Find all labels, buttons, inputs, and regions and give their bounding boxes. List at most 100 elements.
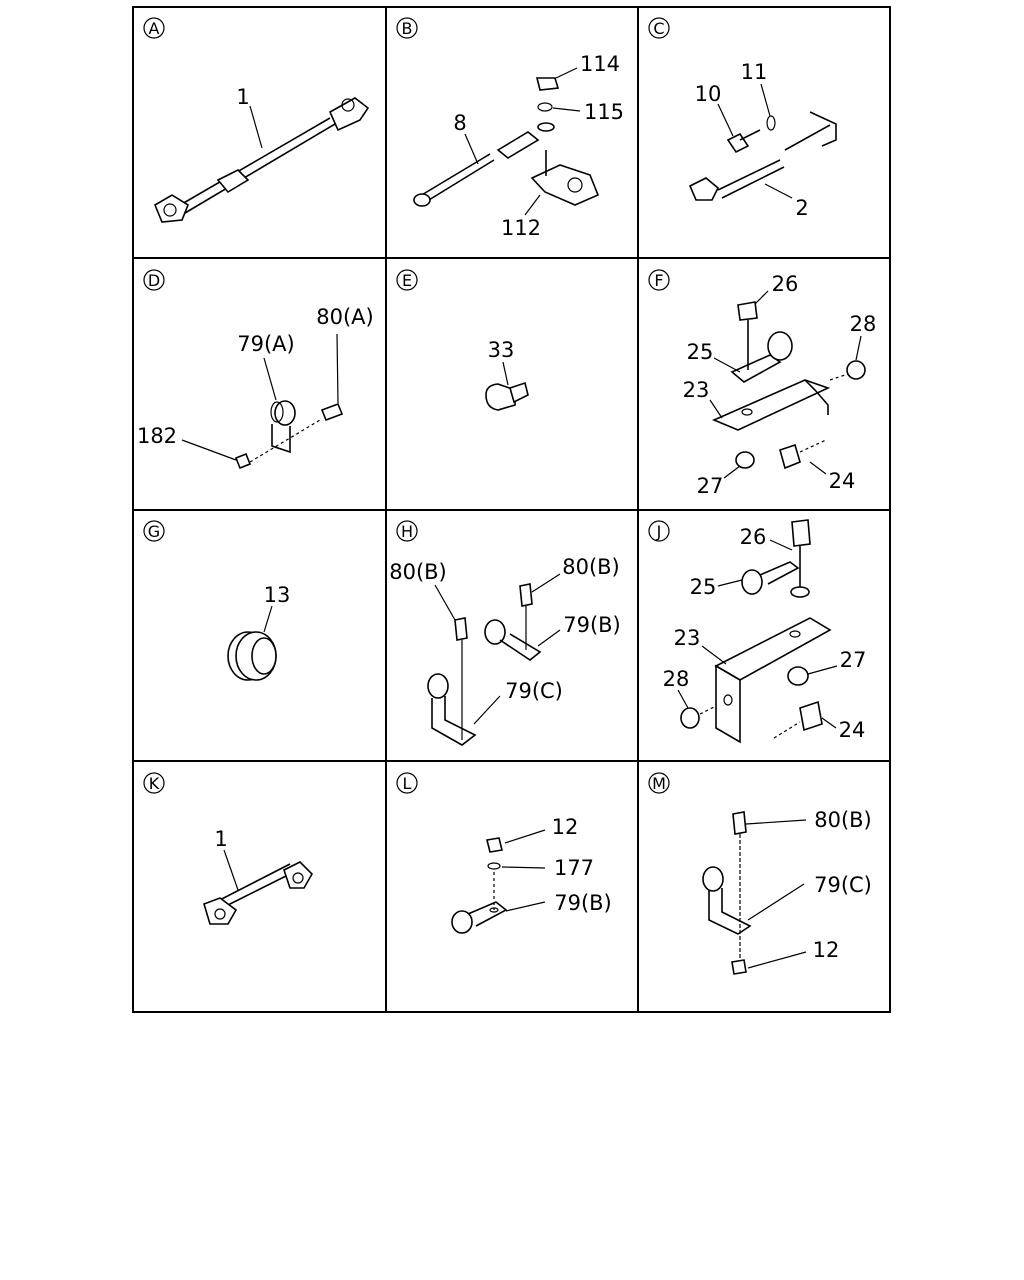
leader-line <box>760 83 771 117</box>
panel-c: C 11 10 2 <box>648 17 837 220</box>
panel-tag-f: F <box>654 271 663 290</box>
leader-line <box>434 584 456 621</box>
leader-line <box>524 194 541 216</box>
callout-79c: 79(C) <box>814 873 872 897</box>
leader-line <box>263 357 277 401</box>
callout-24: 24 <box>829 469 856 493</box>
clip-illustration <box>234 400 344 470</box>
callout-13: 13 <box>264 583 291 607</box>
callout-10: 10 <box>695 82 722 106</box>
panel-m: M 80(B) 79(C) 12 <box>648 772 872 975</box>
panel-tag-j: J <box>656 522 662 541</box>
battery-terminal-illustration <box>413 77 600 207</box>
callout-28: 28 <box>850 312 877 336</box>
panel-tag-e: E <box>402 271 412 290</box>
leader-line <box>473 695 501 725</box>
leader-line <box>502 361 509 386</box>
leader-line <box>249 105 263 149</box>
leader-line <box>807 665 838 675</box>
panel-tag-d: D <box>148 271 160 290</box>
leader-line <box>717 579 743 587</box>
leader-line <box>552 107 581 112</box>
callout-8: 8 <box>453 111 466 135</box>
callout-12: 12 <box>813 938 840 962</box>
leader-line <box>747 951 807 969</box>
leader-line <box>181 439 237 461</box>
callout-2: 2 <box>795 196 808 220</box>
panel-d: D 80(A) 79(A) 182 <box>137 269 374 470</box>
panel-tag-m: M <box>652 774 666 793</box>
leader-line <box>754 290 769 305</box>
leader-line <box>855 335 862 361</box>
leader-line <box>809 461 827 475</box>
callout-25: 25 <box>690 575 717 599</box>
grid-frame <box>132 6 891 1013</box>
leader-line <box>747 883 805 921</box>
panel-e: E 33 <box>396 269 529 411</box>
panel-l: L 12 177 79(B) <box>396 772 612 934</box>
callout-1: 1 <box>214 827 227 851</box>
callout-26: 26 <box>772 272 799 296</box>
callout-112: 112 <box>501 216 541 240</box>
callout-25: 25 <box>687 340 714 364</box>
callout-23: 23 <box>683 378 710 402</box>
panel-tag-h: H <box>401 522 413 541</box>
leader-line <box>745 819 807 825</box>
leader-line <box>336 333 339 404</box>
callout-27: 27 <box>697 474 724 498</box>
callout-12: 12 <box>552 815 579 839</box>
callout-80b-left: 80(B) <box>389 560 447 584</box>
panel-a: A 1 <box>143 17 370 223</box>
leader-line <box>464 133 479 165</box>
callout-23: 23 <box>674 626 701 650</box>
panel-b: B 114 115 8 112 <box>396 17 624 240</box>
bracket-assembly-illustration <box>680 519 832 744</box>
cap-illustration <box>485 381 529 411</box>
short-cable-illustration <box>203 861 313 925</box>
clip-assembly-illustration <box>451 837 508 934</box>
callout-24: 24 <box>839 718 866 742</box>
leader-line <box>504 829 546 844</box>
panel-tag-k: K <box>149 774 160 793</box>
leader-line <box>677 689 689 709</box>
leader-line <box>713 357 741 373</box>
grommet-illustration <box>227 631 277 681</box>
panel-j: J 26 25 23 27 28 24 <box>648 519 867 744</box>
leader-line <box>769 539 793 551</box>
callout-79b: 79(B) <box>563 613 621 637</box>
leader-line <box>531 573 561 593</box>
leader-line <box>555 67 578 79</box>
leader-line <box>537 629 561 647</box>
leader-line <box>821 717 837 729</box>
callout-177: 177 <box>554 856 594 880</box>
ground-cable-illustration <box>688 111 837 201</box>
callout-79c: 79(C) <box>505 679 563 703</box>
panel-k: K 1 <box>143 772 313 925</box>
callout-33: 33 <box>488 338 515 362</box>
callout-79a: 79(A) <box>237 332 294 356</box>
leader-line <box>701 645 727 665</box>
leader-line <box>501 866 546 869</box>
callout-1: 1 <box>236 85 249 109</box>
callout-27: 27 <box>840 648 867 672</box>
callout-80a: 80(A) <box>316 305 373 329</box>
clips-illustration <box>427 583 542 746</box>
callout-80b: 80(B) <box>814 808 872 832</box>
panel-tag-g: G <box>148 522 160 541</box>
callout-26: 26 <box>740 525 767 549</box>
leader-line <box>505 901 546 912</box>
panel-tag-c: C <box>653 19 664 38</box>
panel-tag-l: L <box>403 774 412 793</box>
callout-11: 11 <box>741 60 768 84</box>
leader-line <box>764 183 793 199</box>
leader-line <box>709 399 723 419</box>
panel-tag-b: B <box>402 19 413 38</box>
callout-80b-right: 80(B) <box>562 555 620 579</box>
callout-114: 114 <box>580 52 620 76</box>
callout-28: 28 <box>663 667 690 691</box>
leader-line <box>717 103 734 137</box>
panel-g: G 13 <box>143 520 291 681</box>
battery-cable-illustration <box>153 97 370 223</box>
bracket-assembly-illustration <box>711 301 866 470</box>
